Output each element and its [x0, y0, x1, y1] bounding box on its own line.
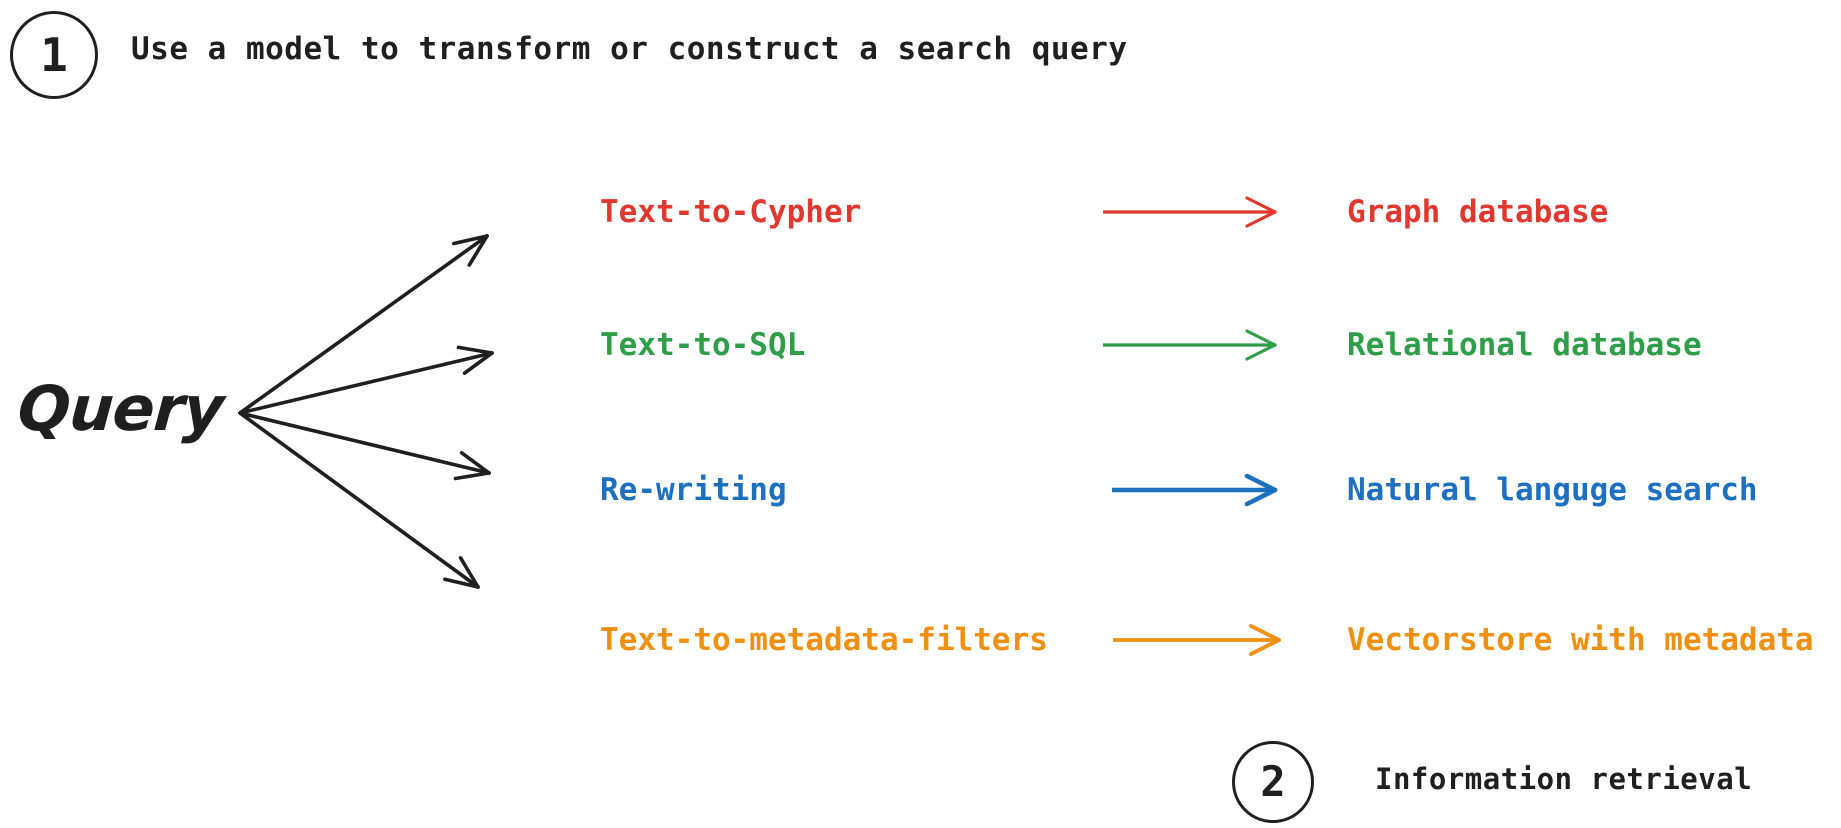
arrow-head [1245, 196, 1277, 214]
arrow-head [1245, 343, 1277, 361]
fanout-arrows-group [238, 234, 494, 589]
step-1-badge: 1 [10, 11, 98, 99]
row-arrow-orange [1113, 624, 1281, 656]
arrow-head [1249, 638, 1281, 656]
fanout-arrowhead-2 [456, 345, 494, 355]
transform-row: Text-to-Cypher Graph database [0, 182, 1841, 242]
step-2-badge: 2 [1232, 741, 1314, 823]
row-arrow-red [1103, 196, 1277, 228]
fanout-arrowhead-3 [453, 471, 491, 481]
transform-row: Text-to-metadata-filters Vectorstore with… [0, 610, 1841, 670]
transform-row: Re-writing Natural languge search [0, 460, 1841, 520]
fanout-arrowhead-1 [467, 234, 489, 267]
method-label-orange: Text-to-metadata-filters [600, 622, 1048, 658]
fanout-arrow-shaft-1 [238, 234, 489, 415]
fanout-arrow-shaft-2 [238, 351, 494, 415]
fanout-arrowhead-1 [452, 234, 489, 246]
method-label-red: Text-to-Cypher [600, 194, 862, 230]
fanout-arrowhead-3 [459, 450, 491, 475]
fanout-arrowhead-4 [443, 577, 480, 589]
target-label-blue: Natural languge search [1347, 472, 1758, 508]
fanout-arrow-shaft-3 [238, 411, 491, 475]
target-label-green: Relational database [1347, 327, 1702, 363]
arrow-head [1245, 210, 1277, 228]
method-label-blue: Re-writing [600, 472, 787, 508]
fanout-arrowhead-4 [458, 556, 480, 589]
fanout-arrowhead-2 [462, 351, 494, 375]
arrow-head [1249, 624, 1281, 642]
target-label-orange: Vectorstore with metadata [1347, 622, 1814, 658]
transform-row: Text-to-SQL Relational database [0, 315, 1841, 375]
row-arrow-green [1103, 329, 1277, 361]
step-2-caption: Information retrieval [1375, 762, 1753, 796]
step-1-caption: Use a model to transform or construct a … [131, 31, 1128, 67]
arrow-head [1244, 473, 1278, 493]
target-label-red: Graph database [1347, 194, 1609, 230]
fanout-arrow-shaft-4 [238, 411, 480, 589]
method-label-green: Text-to-SQL [600, 327, 806, 363]
arrow-head [1245, 329, 1277, 347]
arrow-head [1244, 487, 1278, 507]
row-arrow-blue [1112, 473, 1278, 507]
